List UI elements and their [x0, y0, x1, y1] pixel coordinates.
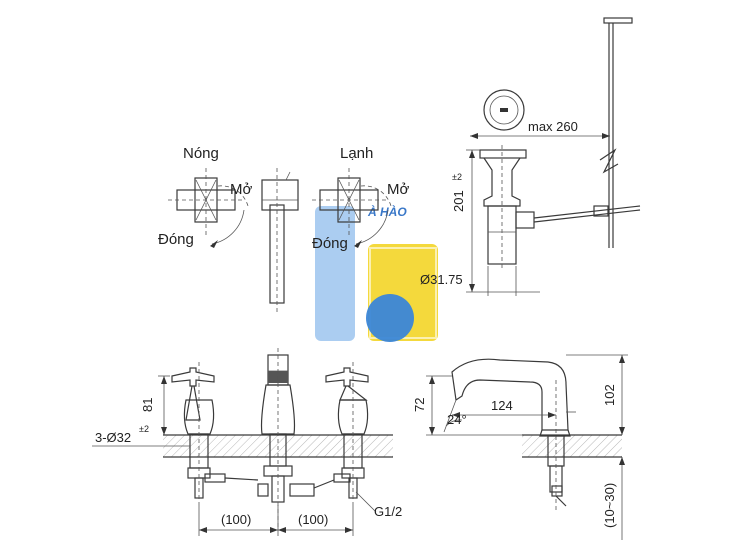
hot-handle-top-view: Nóng Mở Đóng — [158, 145, 252, 248]
max-reach-dimension: max 260 — [470, 119, 610, 139]
spacing-left-label: (100) — [221, 512, 251, 527]
holes-tolerance: ±2 — [139, 424, 149, 434]
spacing-right-label: (100) — [298, 512, 328, 527]
front-view-right-valve — [325, 362, 369, 505]
drain-height-tolerance: ±2 — [452, 172, 462, 182]
hot-close-label: Đóng — [158, 231, 194, 248]
handle-height-label: 81 — [140, 398, 155, 412]
front-view-spout — [257, 348, 335, 530]
drain-diameter-label: Ø31.75 — [420, 272, 463, 287]
side-view-counter — [522, 434, 622, 458]
hot-label: Nóng — [183, 145, 219, 162]
cold-label: Lạnh — [340, 145, 373, 162]
thread-label: G1/2 — [374, 504, 402, 519]
spout-angle-label: 24° — [447, 412, 467, 427]
deck-thickness-label: (10~30) — [602, 483, 617, 528]
watermark-text: À HÀO — [367, 204, 407, 219]
drain-height-label: 201 — [451, 190, 466, 212]
handle-side-view — [261, 168, 299, 312]
front-view-dimensions: 81 3-Ø32 ±2 (100) (100) G1/2 — [92, 375, 402, 536]
watermark-logo: À HÀO — [315, 204, 438, 342]
cold-open-label: Mở — [387, 181, 409, 198]
holes-label: 3-Ø32 — [95, 430, 131, 445]
cold-close-label: Đóng — [312, 235, 348, 252]
cold-handle-top-view: Lạnh Mở Đóng — [312, 145, 409, 252]
total-height-label: 102 — [602, 384, 617, 406]
side-view-dimensions: 72 124 24° 102 (10~30) — [412, 354, 628, 540]
front-view-left-valve — [171, 362, 259, 505]
drain-top-view — [483, 89, 525, 131]
spout-reach-label: 124 — [491, 398, 513, 413]
hot-open-label: Mở — [230, 181, 252, 198]
spout-height-label: 72 — [412, 398, 427, 412]
drain-side-view: 201 ±2 Ø31.75 — [420, 145, 641, 296]
side-view-spout — [451, 358, 576, 510]
max-reach-label: max 260 — [528, 119, 578, 134]
pull-rod — [599, 17, 633, 248]
